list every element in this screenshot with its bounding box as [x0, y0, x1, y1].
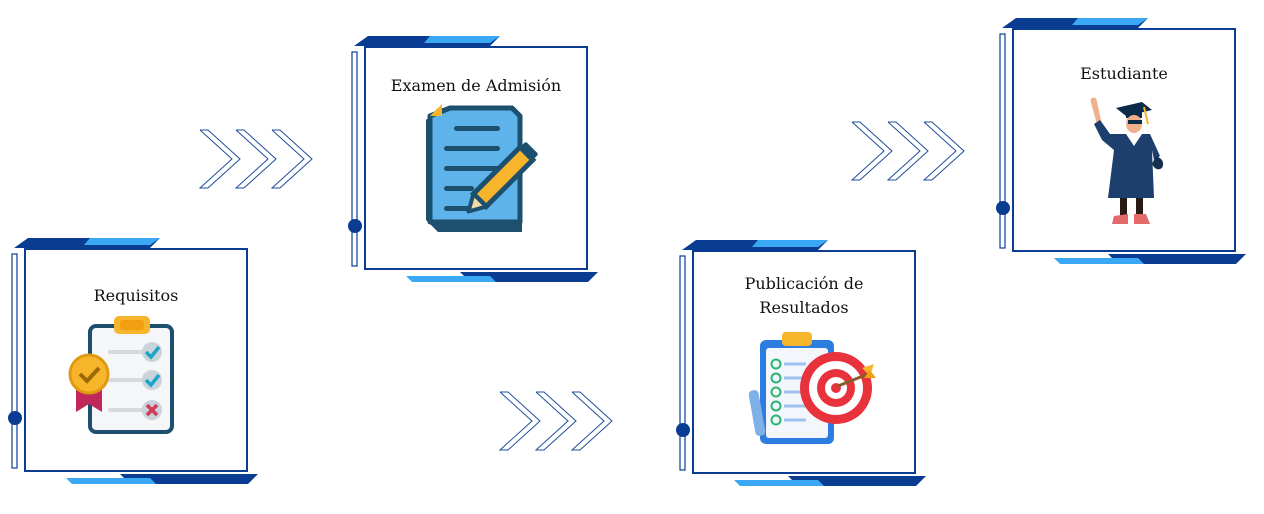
flow-arrows-1	[198, 129, 313, 189]
card-box	[24, 248, 248, 472]
step-card-examen: Examen de Admisión	[348, 36, 598, 282]
target-checklist-icon	[748, 332, 876, 444]
flow-arrows-2	[498, 391, 613, 451]
clipboard-checklist-icon	[68, 316, 174, 434]
step-title-requisitos: Requisitos	[93, 286, 179, 305]
step-card-resultados: Publicación de Resultados	[676, 240, 926, 486]
step-title-estudiante: Estudiante	[1080, 64, 1168, 83]
flow-arrows-3	[850, 121, 965, 181]
step-title-examen: Examen de Admisión	[390, 76, 562, 95]
step-card-estudiante: Estudiante	[996, 18, 1246, 264]
step-card-requisitos: Requisitos	[8, 238, 258, 484]
card-frame-decoration	[996, 18, 1246, 264]
step-title-resultados: Publicación de Resultados	[744, 274, 864, 317]
exam-document-pencil-icon	[426, 104, 538, 232]
graduate-student-icon	[1090, 97, 1164, 224]
